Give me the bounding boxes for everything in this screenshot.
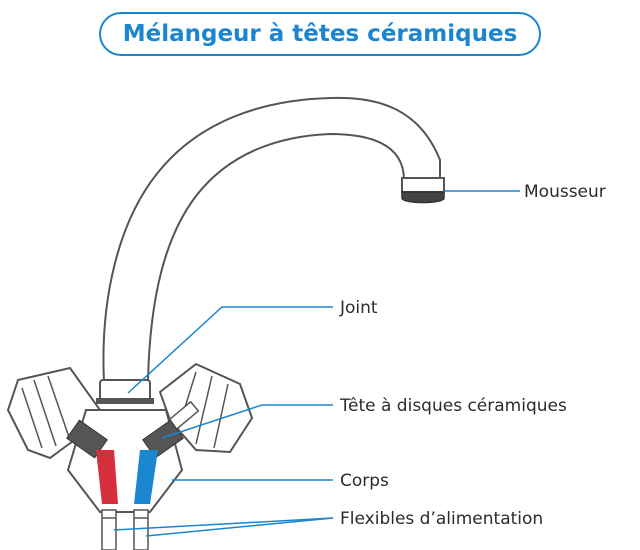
ceramic-cartridges — [66, 419, 184, 459]
spout-collar — [96, 379, 154, 404]
label-joint: Joint — [339, 298, 378, 318]
leader-flexibles-1 — [113, 517, 334, 531]
leader-tete — [161, 404, 333, 439]
supply-hoses — [101, 509, 149, 550]
leader-flexibles-2 — [145, 517, 334, 537]
spout — [102, 96, 441, 384]
aerator — [401, 177, 445, 204]
label-tete: Tête à disques céramiques — [339, 396, 567, 416]
label-mousseur: Mousseur — [524, 182, 606, 202]
diagram-title: Mélangeur à têtes céramiques — [122, 21, 518, 47]
water-channels — [96, 450, 158, 504]
title-badge: Mélangeur à têtes céramiques — [99, 12, 541, 56]
leader-lines — [113, 190, 520, 537]
label-flexibles: Flexibles d’alimentation — [340, 509, 543, 529]
leader-joint — [127, 306, 333, 394]
label-corps: Corps — [340, 471, 389, 491]
